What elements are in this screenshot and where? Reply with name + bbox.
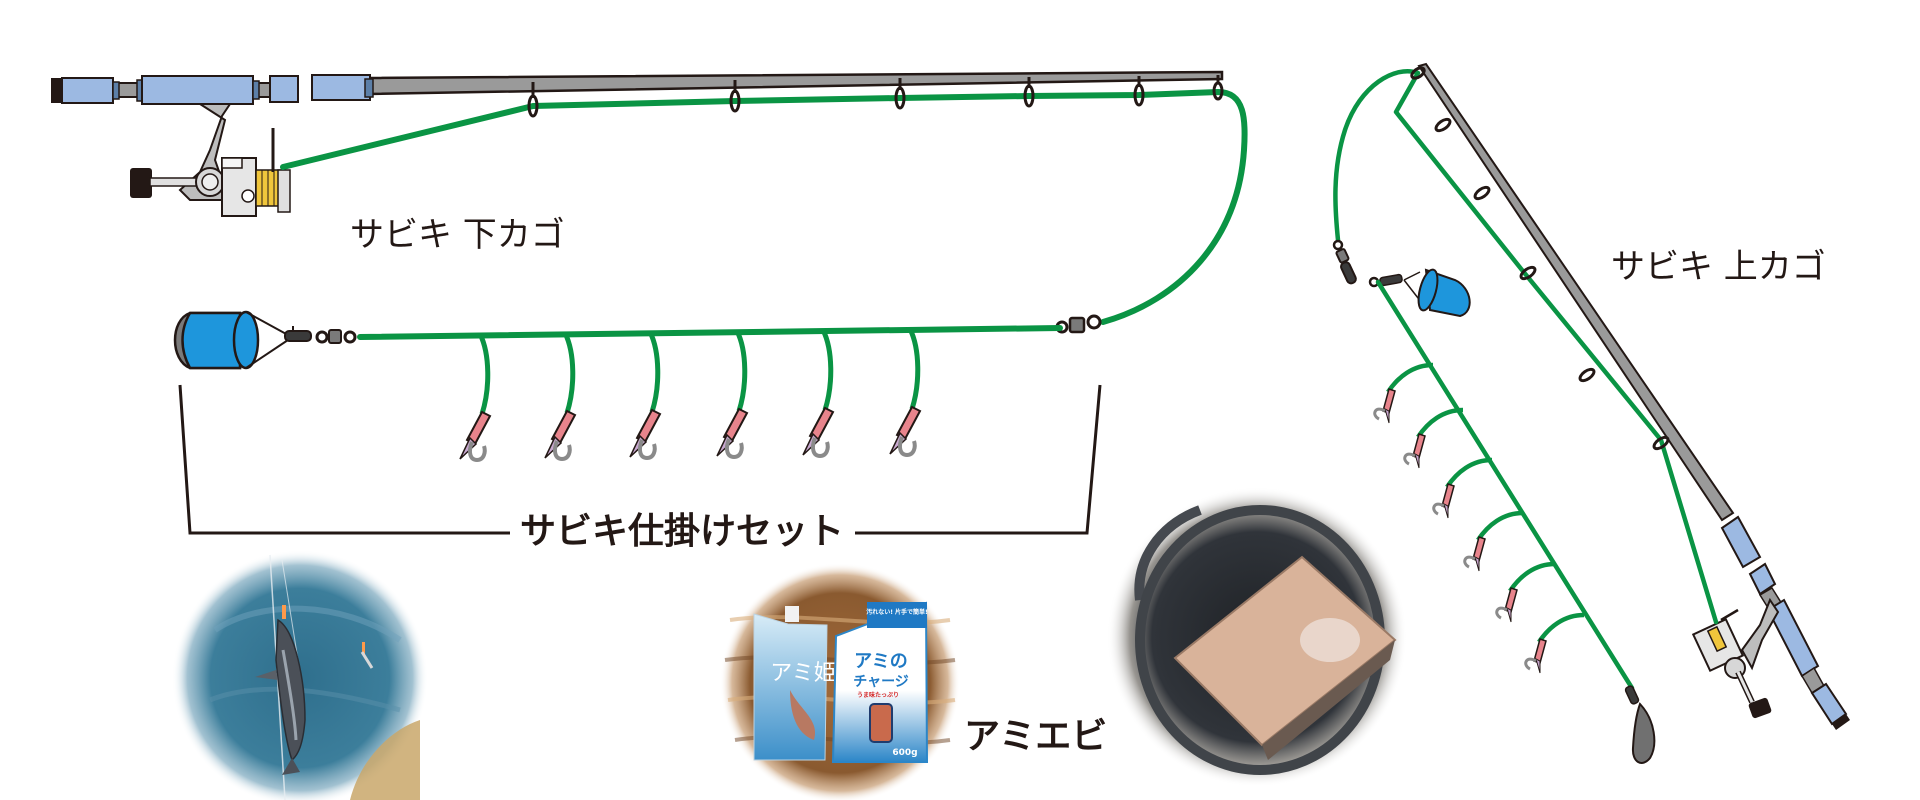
hook-branch [716, 329, 749, 460]
rod-blank [1417, 62, 1735, 522]
butt-cap [1832, 714, 1850, 730]
rear-grip [61, 77, 114, 104]
sabiki-set-label: サビキ仕掛けセット [520, 511, 845, 552]
upper-grip [311, 74, 371, 101]
hook-branch [544, 331, 577, 462]
pouch-ami-hime: アミ姫 [753, 606, 836, 761]
upper-grip [1720, 515, 1762, 569]
hook-branch [1463, 510, 1524, 572]
left-spinning-reel [130, 103, 291, 217]
hook-branch [629, 330, 662, 461]
hook-branch [1432, 457, 1493, 519]
pouch-right-banner: 汚れない! 片手で簡単! [866, 608, 928, 616]
pouch-ami-no-charge: 汚れない! 片手で簡単! アミの チャージ うま味たっぷり 600g [831, 601, 929, 763]
snap [284, 330, 312, 342]
frozen-krill-bucket-photo [1107, 487, 1407, 787]
rod-blank [368, 70, 1224, 96]
right-hook-branches [1373, 362, 1585, 674]
hook-branch [802, 328, 835, 459]
sabiki-leader-line [357, 325, 1063, 340]
bottom-cage-rig-label: サビキ 下カゴ [350, 215, 565, 255]
right-rod-guides [1410, 66, 1670, 451]
hook-branch [459, 332, 492, 463]
right-swivel-and-cage [1332, 239, 1471, 318]
left-main-line [280, 89, 1248, 325]
hook-branch [1495, 561, 1556, 623]
pouch-left-title: アミ姫 [770, 661, 836, 686]
right-spinning-reel [1691, 597, 1780, 719]
caught-fish-photo [172, 550, 428, 800]
right-rod [1417, 62, 1850, 730]
ami-ebi-label: アミエビ [964, 716, 1108, 757]
reel-handle-knob [1748, 697, 1772, 719]
pouch-right-title-2: チャージ [853, 674, 909, 690]
pouch-right-title-1: アミの [854, 651, 908, 672]
hook-branch [1373, 362, 1434, 424]
butt-cap [51, 78, 63, 103]
hook-branch [1524, 612, 1585, 674]
right-sinker [1624, 685, 1656, 764]
left-hook-branches [459, 327, 922, 463]
left-swivel [1055, 314, 1102, 334]
pouch-right-sub: うま味たっぷり [857, 691, 899, 699]
left-bait-cage [173, 310, 357, 370]
reel-seat-ring [269, 75, 299, 103]
right-sabiki-leader [1375, 279, 1635, 691]
hook-branch [889, 327, 922, 458]
sabiki-set-bracket [178, 384, 1102, 535]
reel-seat-ring [1748, 562, 1777, 596]
fore-grip [1766, 598, 1820, 678]
reel-handle-knob [130, 168, 152, 198]
right-main-line [1333, 69, 1719, 625]
top-cage-rig-label: サビキ 上カゴ [1611, 247, 1826, 287]
hook-branch [1403, 407, 1464, 469]
pouch-right-weight: 600g [892, 748, 917, 758]
left-rod [51, 70, 1224, 105]
fore-grip [141, 75, 254, 105]
left-rod-guides [527, 75, 1224, 118]
bait-packages-photo: アミ姫 汚れない! 片手で簡単! アミの チャージ うま味たっぷり 600g [720, 563, 960, 800]
